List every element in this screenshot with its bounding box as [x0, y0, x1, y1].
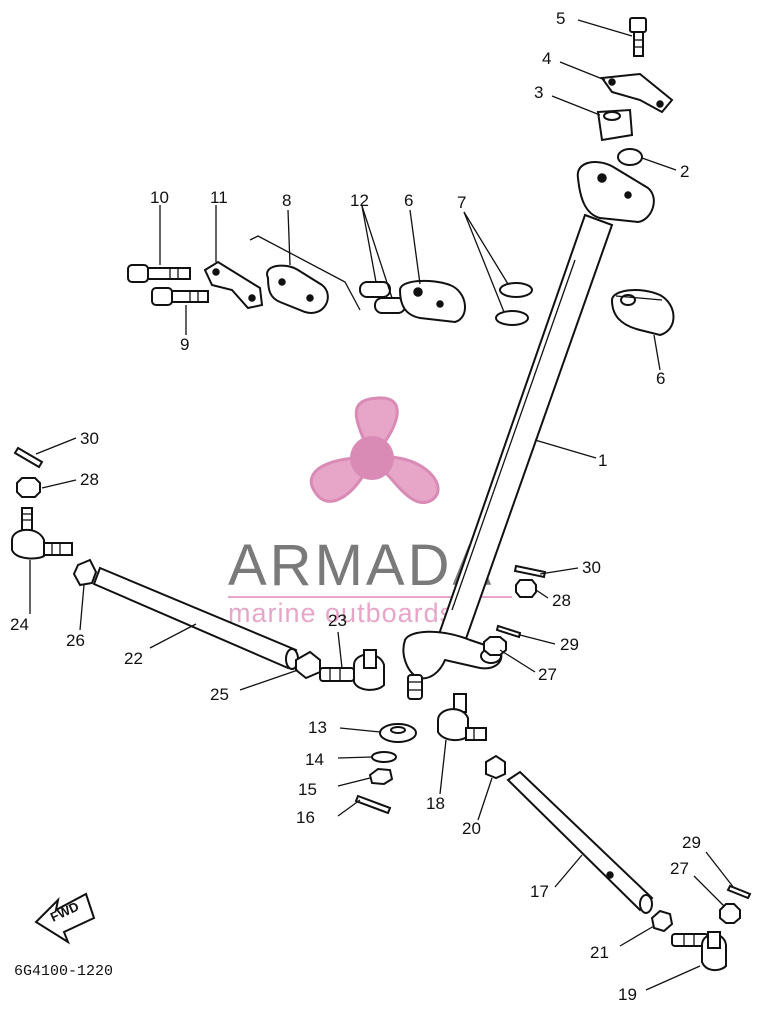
callout-5: 5: [556, 9, 565, 28]
callout-29-upper: 29: [560, 635, 579, 654]
callout-30-right: 30: [582, 558, 601, 577]
watermark-tagline: marine outboards: [228, 598, 454, 628]
callout-25: 25: [210, 685, 229, 704]
callout-20: 20: [462, 819, 481, 838]
callout-15: 15: [298, 780, 317, 799]
callout-6-upper: 6: [404, 191, 413, 210]
callout-2: 2: [680, 162, 689, 181]
callout-13: 13: [308, 718, 327, 737]
part-number-callouts: 5 4 3 2 10 11 8 12 6 7 9 6 1 30 28 30 28…: [10, 9, 701, 1004]
watermark-brand: ARMADA: [228, 533, 494, 598]
callout-10: 10: [150, 188, 169, 207]
callout-12: 12: [350, 191, 369, 210]
callout-14: 14: [305, 750, 324, 769]
callout-29-lower: 29: [682, 833, 701, 852]
callout-18: 18: [426, 794, 445, 813]
left-tie-rod-assembly: [11, 446, 385, 691]
part-group-lower-middle: [354, 723, 417, 815]
callout-21: 21: [590, 943, 609, 962]
callout-16: 16: [296, 808, 315, 827]
forward-arrow-icon: FWD: [34, 892, 96, 945]
callout-9: 9: [180, 335, 189, 354]
right-tie-rod-assembly: [437, 564, 752, 972]
callout-6-right: 6: [656, 369, 665, 388]
callout-26: 26: [66, 631, 85, 650]
callout-1: 1: [598, 451, 607, 470]
callout-8: 8: [282, 191, 291, 210]
callout-27-upper: 27: [538, 665, 557, 684]
leader-lines: [29, 19, 735, 991]
callout-7: 7: [457, 193, 466, 212]
callout-19: 19: [618, 985, 637, 1004]
steering-column-shaft: [402, 161, 655, 700]
callout-4: 4: [542, 49, 551, 68]
part-group-top: [596, 17, 674, 166]
callout-24: 24: [10, 615, 29, 634]
part-group-linkage: [127, 235, 533, 326]
callout-27-lower: 27: [670, 859, 689, 878]
callout-28-right: 28: [552, 591, 571, 610]
callout-11: 11: [210, 188, 228, 207]
callout-22: 22: [124, 649, 143, 668]
callout-30-left: 30: [80, 429, 99, 448]
diagram-code: 6G4100-1220: [14, 963, 113, 980]
callout-3: 3: [534, 83, 543, 102]
callout-28-left: 28: [80, 470, 99, 489]
propeller-logo-icon: [309, 396, 440, 504]
callout-17: 17: [530, 882, 549, 901]
callout-23: 23: [328, 611, 347, 630]
